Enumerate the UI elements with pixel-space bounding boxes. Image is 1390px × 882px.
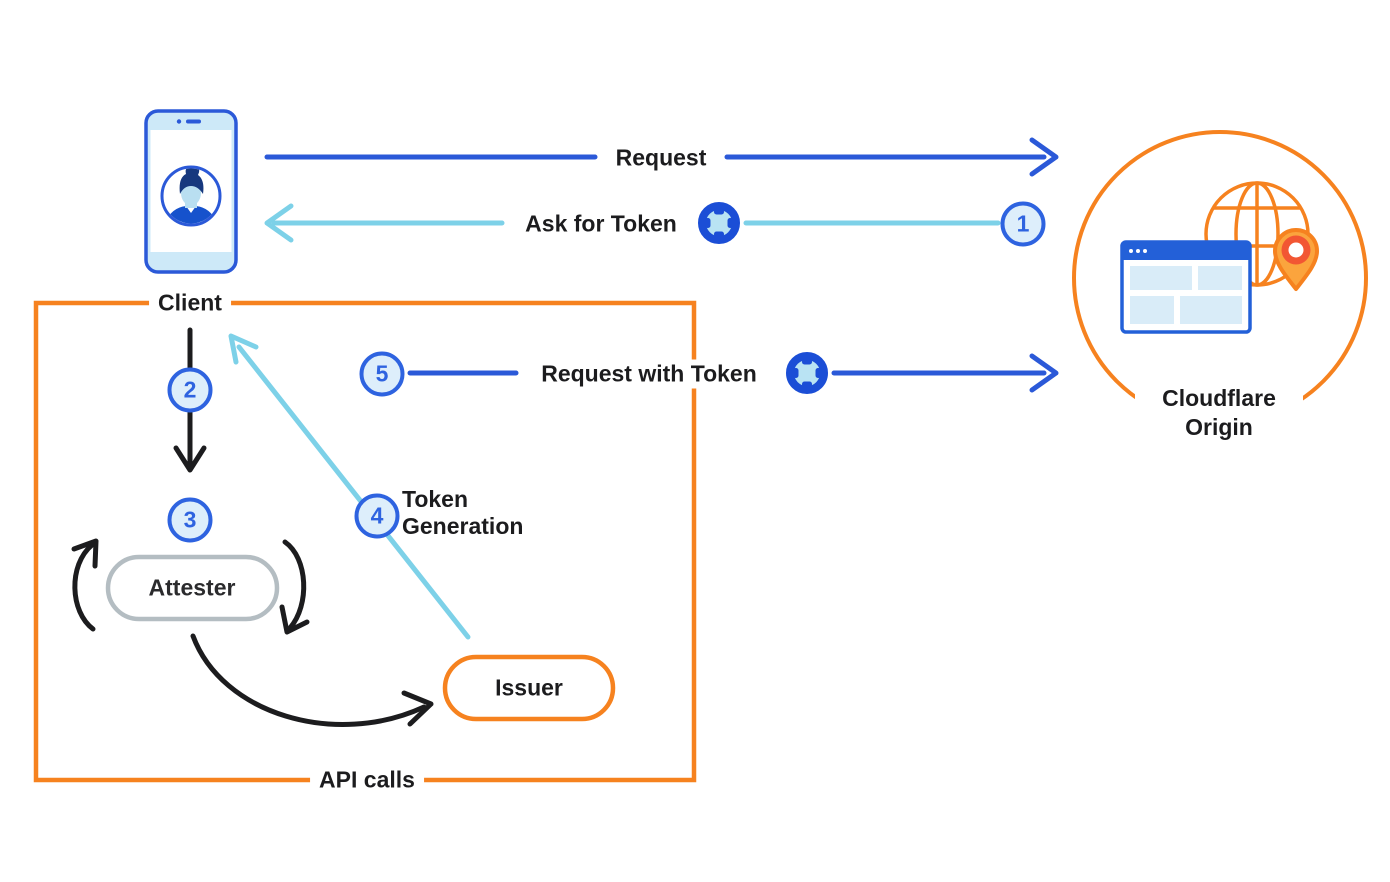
- attester-loop-right-arrow: [279, 539, 310, 635]
- avatar-icon: [160, 165, 222, 227]
- ask-for-token-label: Ask for Token: [516, 209, 686, 239]
- issuer-label: Issuer: [495, 674, 563, 701]
- step-badge-2: 2: [167, 367, 213, 413]
- token-generation-arrow: [228, 333, 471, 640]
- token-icon-ask: [698, 202, 740, 244]
- location-pin-icon: [1273, 228, 1319, 291]
- issuer-pill: [442, 654, 616, 722]
- token-generation-label: Token Generation: [402, 486, 524, 539]
- attester-pill: [105, 554, 280, 622]
- api-calls-label: API calls: [310, 765, 424, 795]
- token-icon-request: [786, 352, 828, 394]
- request-arrow: [264, 137, 1059, 177]
- attester-label: Attester: [148, 574, 236, 601]
- phone-camera-dot: [176, 119, 182, 124]
- step-badge-5: 5: [359, 351, 405, 397]
- client-phone-icon: [144, 109, 238, 274]
- ask-for-token-arrow: [264, 203, 1001, 243]
- request-label: Request: [606, 143, 716, 173]
- step-badge-4: 4: [354, 493, 400, 539]
- client-label: Client: [149, 288, 231, 318]
- attester-issuer-arrow: [190, 633, 434, 727]
- attester-loop-left-arrow: [71, 538, 99, 632]
- step-badge-3: 3: [167, 497, 213, 543]
- origin-label: Cloudflare Origin: [1135, 383, 1303, 443]
- request-with-token-label: Request with Token: [532, 359, 766, 389]
- step-badge-1: 1: [1000, 201, 1046, 247]
- browser-window-icon: [1120, 240, 1252, 334]
- request-with-token-arrow: [407, 353, 1059, 393]
- phone-speaker-dash: [186, 119, 201, 124]
